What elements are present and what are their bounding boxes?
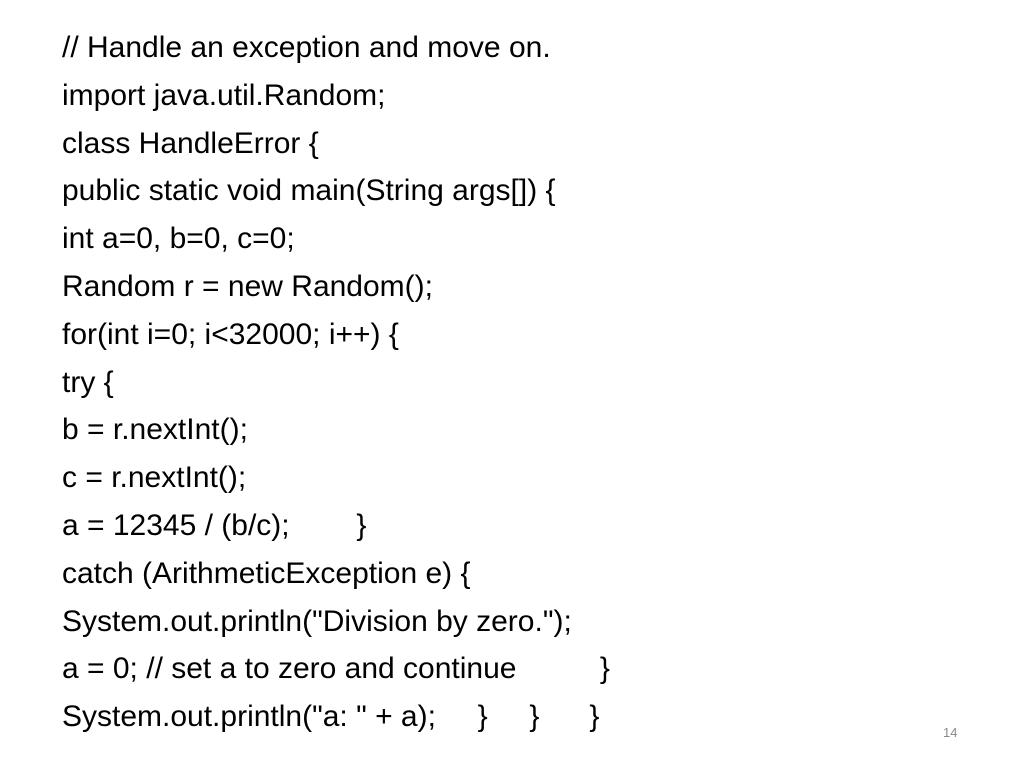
slide-number: 14 <box>943 725 958 740</box>
code-line-8: try { <box>62 365 114 399</box>
code-line-13: System.out.println("Division by zero."); <box>62 604 572 638</box>
code-line-1: // Handle an exception and move on. <box>62 31 551 64</box>
code-line-14: a = 0; // set a to zero and continue } <box>62 652 610 686</box>
code-line-12: catch (ArithmeticException e) { <box>62 556 471 590</box>
code-line-6: Random r = new Random(); <box>62 269 433 303</box>
code-line-15: System.out.println("a: " + a); } } } <box>62 700 600 734</box>
code-line-10: c = r.nextInt(); <box>62 461 247 495</box>
code-line-11: a = 12345 / (b/c); } <box>62 508 367 542</box>
code-line-3: class HandleError { <box>62 126 319 160</box>
code-line-5: int a=0, b=0, c=0; <box>62 222 295 256</box>
code-line-9: b = r.nextInt(); <box>62 413 248 447</box>
code-line-2: import java.util.Random; <box>62 78 386 112</box>
code-line-4: public static void main(String args[]) { <box>62 174 556 208</box>
code-line-7: for(int i=0; i<32000; i++) { <box>62 317 399 351</box>
code-listing: // Handle an exception and move on. impo… <box>62 24 982 741</box>
